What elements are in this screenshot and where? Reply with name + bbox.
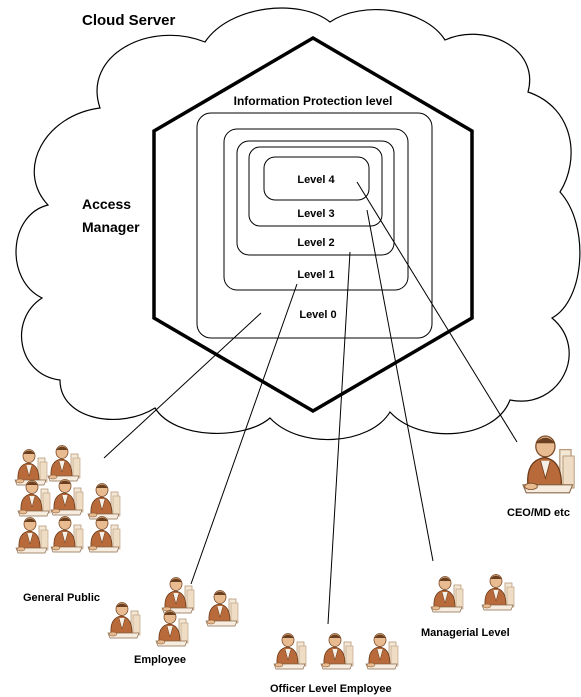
access-manager-label-line2: Manager: [82, 219, 140, 235]
office-worker-icon: [47, 445, 81, 482]
level-2-box: [236, 140, 395, 256]
level-4-label: Level 4: [297, 174, 335, 186]
office-worker-icon: [522, 435, 576, 494]
level-1-label: Level 1: [297, 269, 334, 281]
managerial-label: Managerial Level: [421, 627, 510, 639]
general-public-label: General Public: [23, 592, 100, 604]
line-officer: [327, 251, 351, 625]
office-worker-icon: [273, 633, 307, 670]
office-worker-icon: [155, 610, 189, 647]
level-2-label: Level 2: [297, 237, 334, 249]
cloud-shape: [15, 7, 581, 441]
line-managerial: [366, 209, 434, 562]
managerial-group: [430, 574, 515, 613]
level-3-box: [248, 146, 383, 227]
level-1-box: [223, 128, 409, 291]
general-public-group: [14, 445, 121, 554]
office-worker-icon: [87, 483, 121, 520]
level-0-box: [196, 112, 433, 339]
access-manager-label-line1: Access: [82, 196, 131, 212]
office-worker-icon: [481, 574, 515, 611]
office-worker-icon: [15, 517, 49, 554]
officer-label: Officer Level Employee: [270, 683, 392, 695]
level-4-box: [263, 156, 370, 201]
office-worker-icon: [107, 602, 141, 639]
protection-level-title: Information Protection level: [234, 94, 393, 108]
cloud-server-title: Cloud Server: [82, 12, 176, 29]
officer-group: [273, 633, 399, 670]
employee-label: Employee: [134, 654, 186, 666]
ceo-group: [522, 435, 576, 494]
line-ceo: [356, 181, 518, 443]
line-employee: [190, 283, 298, 585]
office-worker-icon: [365, 633, 399, 670]
ceo-label: CEO/MD etc: [507, 507, 570, 519]
office-worker-icon: [50, 479, 84, 516]
access-manager-hexagon: [152, 35, 474, 414]
office-worker-icon: [205, 590, 239, 627]
office-worker-icon: [320, 633, 354, 670]
level-0-label: Level 0: [299, 309, 336, 321]
office-worker-icon: [17, 480, 51, 517]
office-worker-icon: [50, 516, 84, 553]
employee-group: [107, 577, 239, 647]
office-worker-icon: [161, 577, 195, 614]
line-general-public: [103, 312, 262, 459]
level-3-label: Level 3: [297, 208, 334, 220]
office-worker-icon: [430, 576, 464, 613]
office-worker-icon: [14, 449, 48, 486]
connector-lines: [103, 181, 518, 625]
office-worker-icon: [87, 516, 121, 553]
